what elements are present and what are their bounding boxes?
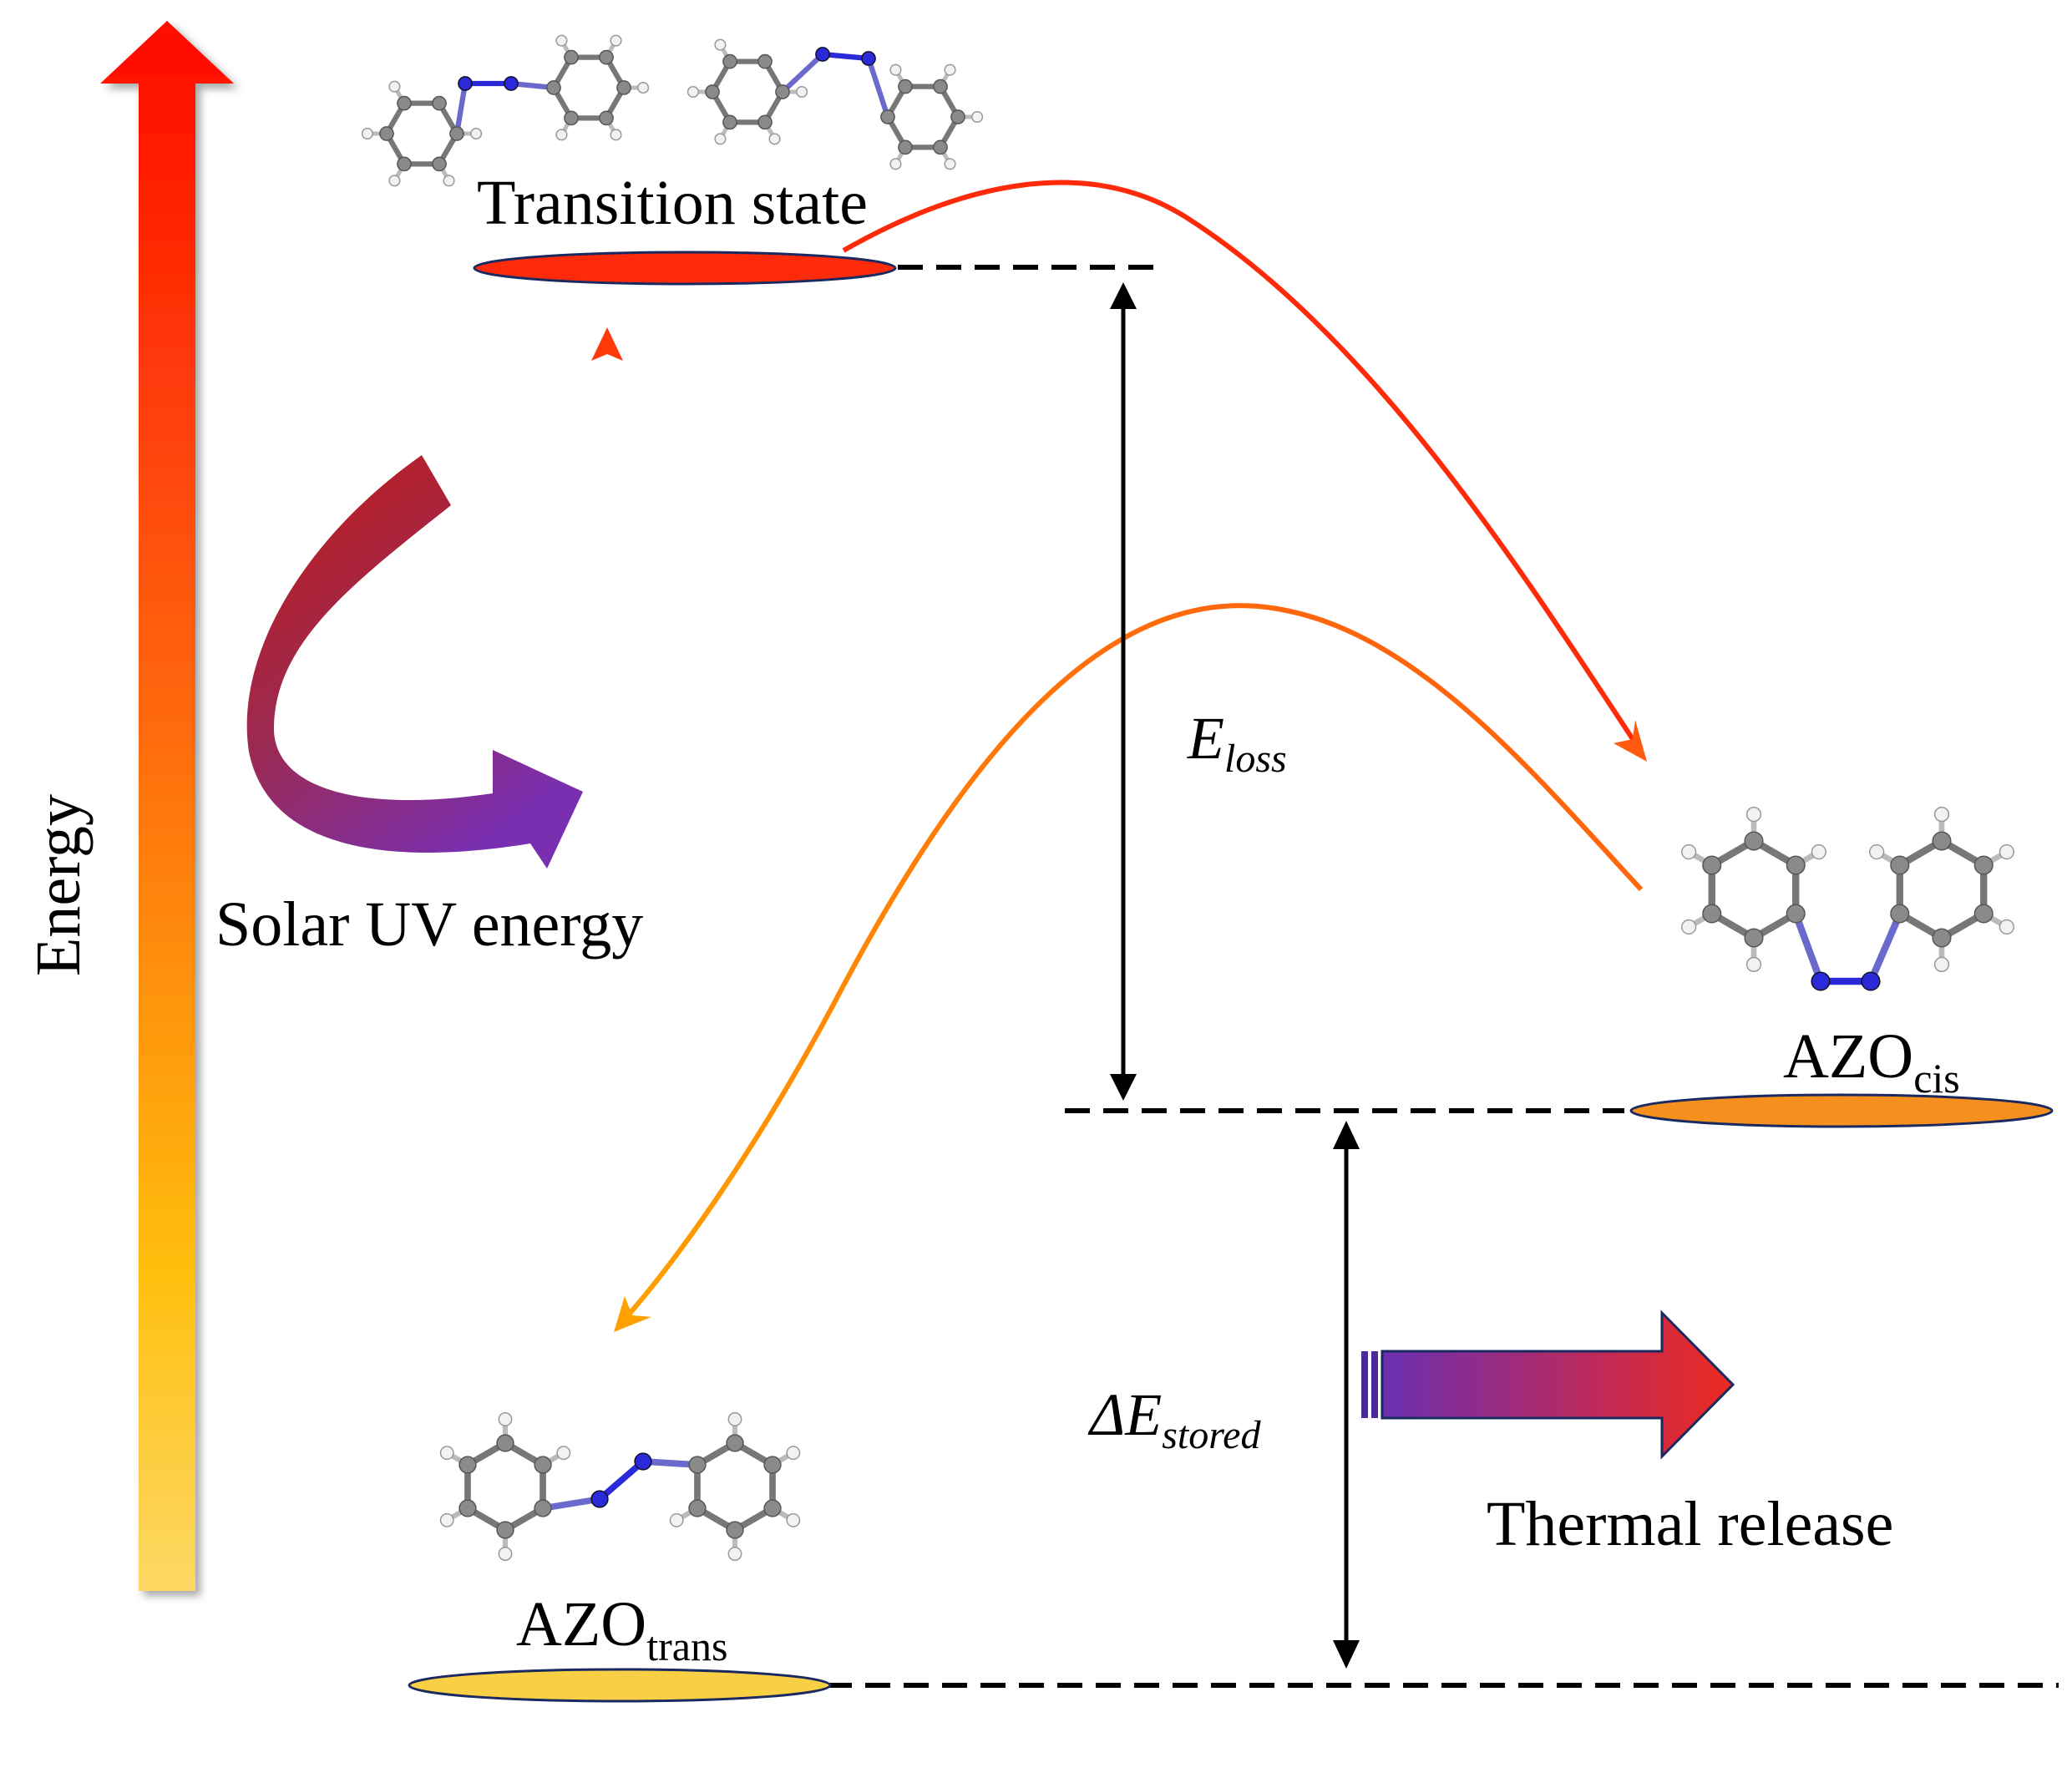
trans-label: AZOtrans — [516, 1589, 727, 1669]
excitation-arrow — [591, 327, 623, 1326]
stored-energy-label-sub: stored — [1162, 1413, 1261, 1457]
molecules — [361, 34, 2015, 1562]
transition-state-molecule-right — [686, 38, 984, 170]
energy-loss-label-sub: loss — [1224, 737, 1287, 781]
energy-axis-label: Energy — [23, 794, 94, 976]
ts-to-cis-curve — [842, 180, 1647, 762]
thermal-release-label: Thermal release — [1487, 1489, 1893, 1559]
reference-lines — [827, 265, 2059, 1688]
thermal-release-arrow — [1361, 1309, 1735, 1460]
energy-axis: Energy — [23, 21, 234, 1591]
cis-label: AZOcis — [1783, 1021, 1960, 1102]
transition-state-molecule-left — [361, 34, 650, 187]
trans-level — [408, 1668, 832, 1703]
trans-molecule — [439, 1411, 801, 1562]
transition-state-level — [473, 251, 897, 286]
trans-label-main: AZO — [516, 1589, 646, 1659]
energy-loss-label-main: E — [1187, 705, 1224, 772]
cis-molecule — [1680, 806, 2015, 991]
transition-state-label: Transition state — [477, 168, 868, 238]
trans-label-sub: trans — [646, 1623, 727, 1669]
solar-uv-label: Solar UV energy — [215, 889, 643, 960]
stored-energy-label: ΔEstored — [1087, 1381, 1261, 1457]
cis-label-main: AZO — [1783, 1021, 1913, 1092]
energy-axis-arrow — [100, 21, 234, 1591]
energy-loss-label: Eloss — [1187, 705, 1287, 781]
cis-level — [1629, 1093, 2054, 1128]
stored-energy-arrow — [1333, 1121, 1360, 1669]
solar-uv-arrow — [246, 455, 583, 869]
cis-label-sub: cis — [1913, 1055, 1960, 1102]
energy-loss-arrow — [1110, 282, 1137, 1101]
stored-energy-label-main: ΔE — [1087, 1381, 1162, 1448]
cis-to-trans-curve — [614, 603, 1644, 1332]
